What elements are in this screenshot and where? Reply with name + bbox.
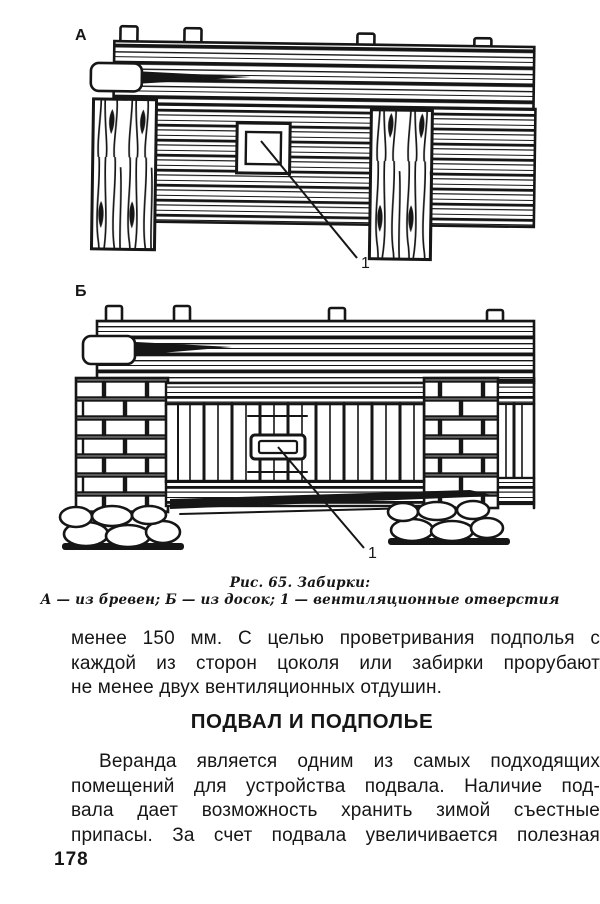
paragraph-line: Веранда является одним из самых подходящ… (99, 751, 600, 772)
brick-pier-right (422, 376, 500, 510)
plank-bay-right (496, 376, 536, 510)
figure-caption: Рис. 65. Забирки: А — из бревен; Б — из … (0, 575, 600, 609)
paragraph-1: менее 150 мм. С целью проветривания подп… (71, 627, 600, 701)
paragraph-line: каждой из сторон цоколя или забирки прор… (71, 652, 600, 674)
wood-post-right-a (367, 108, 434, 262)
paragraph-2: Веранда является одним из самых подходящ… (71, 750, 600, 848)
brick-pier-left (74, 376, 170, 514)
figure-65-illustration: А 1 (58, 24, 537, 562)
diagram-a (89, 24, 537, 262)
paragraph-line: менее 150 мм. С целью проветривания подп… (71, 628, 600, 649)
callout-1-a: 1 (361, 255, 370, 272)
paragraph-line: припасы. За счет подвала увеличивается п… (71, 824, 600, 846)
diagram-b-label: Б (75, 283, 87, 300)
diagram-b (58, 304, 536, 550)
paragraph-line: вала дает возможность хранить зимой съес… (71, 800, 600, 821)
figure-caption-title: Рис. 65. Забирки: (229, 575, 371, 591)
log-end-shadow-a (142, 71, 251, 84)
page-number: 178 (54, 849, 89, 870)
infill-log-band-a (146, 102, 537, 229)
wood-post-left-a (89, 97, 159, 252)
callout-1-b: 1 (368, 545, 377, 562)
stone-footing-left (58, 504, 184, 550)
stone-footing-right (386, 499, 510, 545)
leader-line-b (277, 446, 365, 549)
log-end-a (89, 61, 144, 93)
paragraph-line: помещений для устройства подвала. Наличи… (71, 775, 600, 797)
log-end-b (81, 334, 137, 366)
leader-line-a (260, 140, 358, 259)
figure-caption-legend: А — из бревен; Б — из досок; 1 — вентиля… (40, 592, 560, 608)
bottom-plate-log (170, 490, 496, 509)
log-end-shadow-b (136, 342, 232, 355)
section-heading: ПОДВАЛ И ПОДПОЛЬЕ (190, 710, 434, 733)
diagram-a-label: А (75, 27, 87, 44)
paragraph-line: не менее двух вентиляционных отдушин. (71, 677, 443, 698)
